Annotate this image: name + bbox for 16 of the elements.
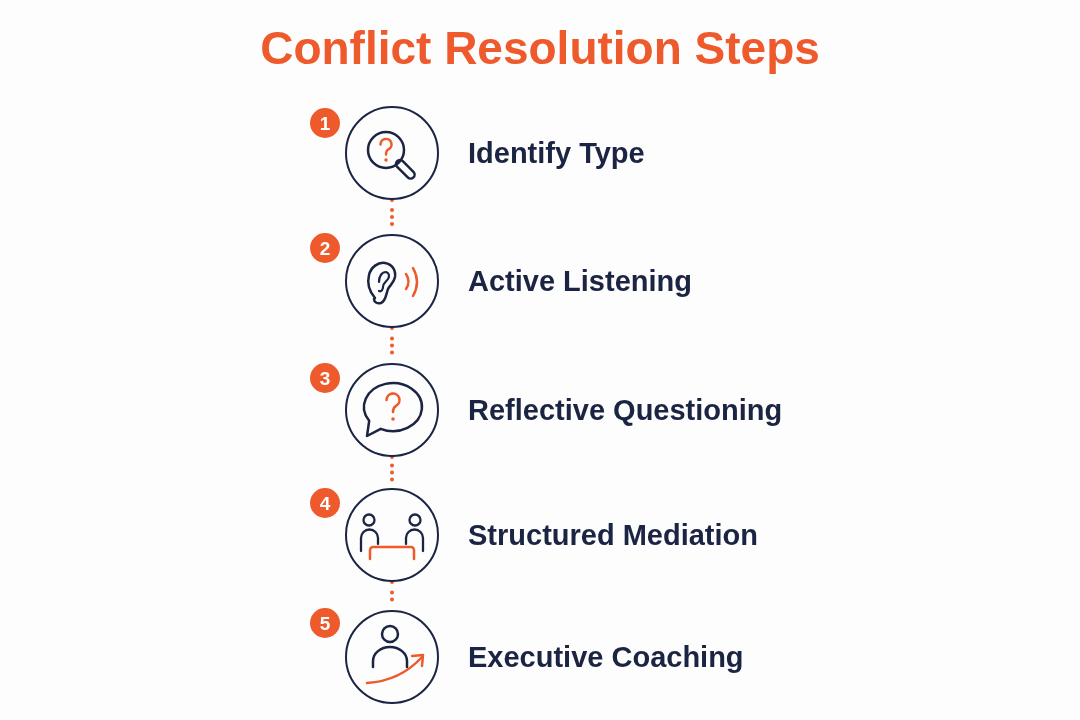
title: Conflict Resolution Steps <box>260 22 820 75</box>
step-title: Identify Type <box>468 135 645 171</box>
step-circle <box>345 234 439 328</box>
step-circle <box>345 363 439 457</box>
step-title: Executive Coaching <box>468 639 744 675</box>
step-number-badge: 3 <box>310 363 340 393</box>
step-number-badge: 2 <box>310 233 340 263</box>
step-circle <box>345 488 439 582</box>
step-title: Structured Mediation <box>468 517 758 553</box>
step-number-badge: 4 <box>310 488 340 518</box>
step-circle <box>345 610 439 704</box>
step-number-badge: 5 <box>310 608 340 638</box>
step-title: Reflective Questioning <box>468 392 783 428</box>
step-circle <box>345 106 439 200</box>
step-title: Active Listening <box>468 263 692 299</box>
step-number-badge: 1 <box>310 108 340 138</box>
